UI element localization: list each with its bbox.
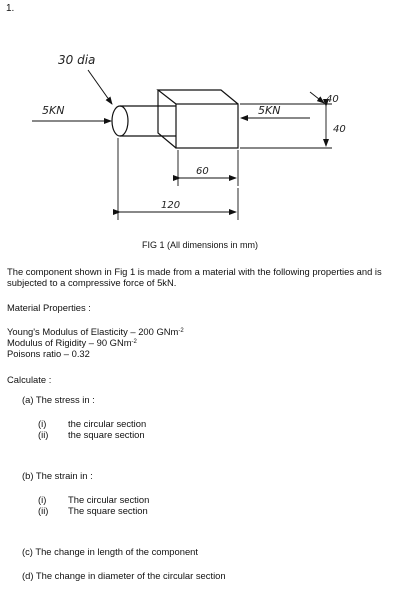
dim-total-length: 120 (161, 200, 180, 211)
part-b-item-1-num: (i) (38, 494, 47, 505)
calculate-heading: Calculate : (7, 374, 52, 385)
question-number: 1. (6, 3, 15, 14)
force-left-label: 5KN (42, 104, 64, 117)
square-length-dimension (173, 150, 239, 186)
component-figure: 30 dia 5KN 5KN 40 40 60 120 (32, 53, 346, 220)
height-dimension (240, 91, 332, 149)
dim-height-right: 40 (333, 124, 346, 135)
diameter-leader (87, 69, 113, 105)
youngs-modulus-exponent: -2 (178, 328, 184, 334)
material-heading: Material Properties : (7, 302, 91, 313)
force-right-label: 5KN (258, 104, 280, 117)
poisson-ratio: Poisons ratio – 0.32 (7, 348, 90, 359)
dim-square-length: 60 (196, 166, 209, 177)
youngs-modulus-text: Young's Modulus of Elasticity – 200 GNm (7, 326, 179, 337)
rigidity-exponent: -2 (131, 339, 137, 345)
figure-caption: FIG 1 (All dimensions in mm) (141, 240, 259, 250)
part-d: (d) The change in diameter of the circul… (22, 570, 226, 581)
dim-height-top: 40 (326, 94, 339, 105)
modulus-of-rigidity: Modulus of Rigidity – 90 GNm-2 (7, 337, 137, 348)
total-length-dimension (113, 138, 239, 220)
intro-paragraph: The component shown in Fig 1 is made fro… (7, 266, 382, 288)
part-a-title: (a) The stress in : (22, 394, 95, 405)
part-a-item-1-text: the circular section (68, 418, 147, 429)
part-a-item-2-num: (ii) (38, 429, 49, 440)
part-b-title: (b) The strain in : (22, 470, 93, 481)
part-b-item-2-text: The square section (68, 505, 148, 516)
circular-section (111, 105, 178, 137)
square-section (156, 89, 239, 149)
part-a-item-1-num: (i) (38, 418, 47, 429)
part-b-item-2-num: (ii) (38, 505, 49, 516)
part-c: (c) The change in length of the componen… (22, 546, 198, 557)
part-a-item-2-text: the square section (68, 429, 145, 440)
youngs-modulus: Young's Modulus of Elasticity – 200 GNm-… (7, 326, 184, 337)
rigidity-text: Modulus of Rigidity – 90 GNm (7, 337, 132, 348)
diameter-label: 30 dia (58, 53, 95, 67)
part-b-item-1-text: The circular section (68, 494, 150, 505)
